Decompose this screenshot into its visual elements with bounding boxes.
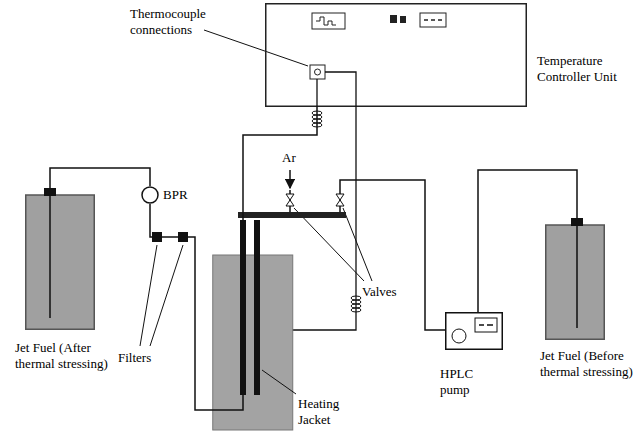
fuel-reservoir: Jet Fuel (After thermal stressing): [15, 188, 115, 372]
coil-loop: [351, 300, 361, 304]
part-label: Filters: [118, 350, 178, 366]
reactor-outline: [212, 190, 352, 432]
bottle-outline: [25, 188, 95, 330]
part-label: Valves: [362, 284, 422, 300]
node-label: Heating Jacket: [298, 396, 358, 428]
node-label: Jet Fuel (Before thermal stressing): [540, 348, 638, 380]
pump-head: [452, 329, 466, 343]
coil-loop: [351, 304, 361, 308]
back-pressure-regulator: BPR: [141, 186, 203, 204]
dip-tube: [49, 196, 51, 318]
fuel-reservoir: Jet Fuel (Before thermal stressing): [540, 218, 638, 380]
leader-line: [150, 245, 183, 346]
reactor-tube: [240, 220, 246, 395]
leader-line: [294, 208, 364, 281]
thermocouple-wire: [292, 107, 356, 330]
node-label: BPR: [163, 187, 203, 203]
pump-display: [475, 318, 497, 332]
connector-socket: [315, 69, 321, 75]
dip-tube: [576, 226, 578, 328]
pump-housing: [446, 313, 503, 350]
valve-symbol: [286, 194, 294, 206]
reservoir-cap: [44, 188, 56, 196]
display-digits: [479, 324, 493, 326]
controller-housing: [266, 4, 527, 107]
reservoir-body: [26, 195, 95, 329]
indicator: [390, 15, 397, 23]
part-label: Ar: [282, 150, 306, 166]
pipe: [242, 190, 244, 220]
tubing-line: [340, 180, 445, 330]
reservoir-body: [546, 225, 605, 339]
manifold: [238, 212, 346, 218]
thermocouple-wire: [325, 72, 356, 107]
controller-unit: Temperature Controller Unit: [265, 3, 617, 107]
bottle-outline: [545, 218, 605, 340]
display-panel: [420, 13, 446, 27]
pipe: [212, 395, 243, 410]
leader-line: [262, 370, 296, 394]
coil-loop: [351, 296, 361, 300]
thermocouple-connector: [310, 65, 325, 79]
valve-symbol: [336, 194, 344, 206]
indicator: [400, 16, 406, 23]
leader-line: [343, 208, 372, 281]
coil-loop: [351, 308, 361, 312]
regulator-symbol: [142, 187, 158, 203]
reservoir-cap: [571, 218, 583, 226]
thermocouple-coil: [351, 296, 361, 312]
tubing-line: [150, 204, 212, 410]
part-label: Thermocouple connections: [130, 6, 240, 38]
reactor-tube: [254, 220, 260, 395]
node-label: Temperature Controller Unit: [537, 53, 617, 85]
argon-inlet: [289, 170, 291, 188]
display-panel: [312, 13, 345, 29]
node-label: HPLC pump: [440, 366, 490, 398]
display-trace: [316, 17, 336, 25]
tubing-line: [243, 107, 317, 190]
pump-outline: [445, 312, 503, 350]
heating-jacket: [213, 255, 293, 430]
thermocouple-wire: [316, 79, 317, 107]
node-label: Jet Fuel (After thermal stressing): [15, 340, 115, 372]
display-digits: [424, 19, 442, 21]
reactor-heating-jacket: Heating Jacket: [212, 190, 358, 432]
leader-line: [204, 30, 308, 66]
hplc-pump: HPLC pump: [440, 312, 503, 398]
tubing-line: [50, 168, 150, 188]
controller-outline: [265, 3, 527, 107]
circle-outline: [141, 186, 159, 204]
